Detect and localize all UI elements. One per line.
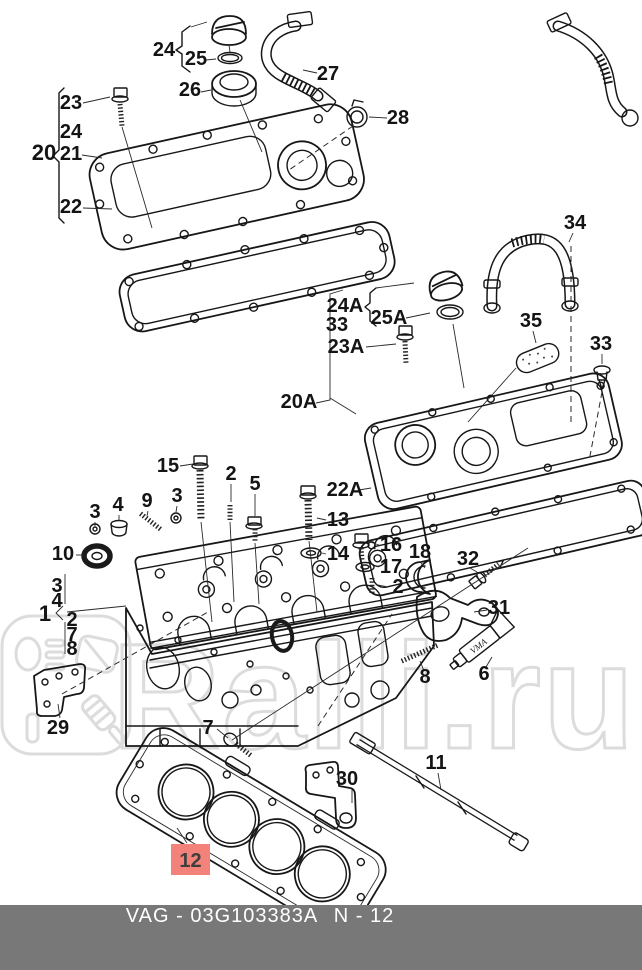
plug-33-drawing (593, 365, 611, 390)
oil-cap-drawing (211, 15, 247, 53)
callout-22: 22 (60, 196, 82, 218)
clamp-18-drawing (405, 559, 431, 595)
callout-23: 23 (60, 92, 82, 114)
callout-15: 15 (157, 455, 179, 477)
callout-34: 34 (564, 212, 587, 234)
callout-22A: 22A (327, 479, 364, 501)
cylinder-head-block-drawing (125, 601, 435, 747)
construction-lines (61, 125, 603, 727)
callout-26: 26 (179, 79, 201, 101)
callout-13: 13 (327, 509, 349, 531)
callout-17: 17 (380, 556, 402, 578)
bolt-13-drawing (299, 485, 318, 613)
valve-cover-drawing (88, 103, 365, 251)
callout-20: 20 (32, 140, 56, 165)
oil-cap-2-drawing (428, 270, 464, 302)
callout-3c: 3 (51, 575, 62, 597)
bolt-23A-drawing (396, 325, 414, 364)
filter-35-drawing (515, 342, 560, 374)
callout-5: 5 (249, 473, 260, 495)
callout-4b: 4 (51, 590, 63, 612)
callout-30: 30 (336, 768, 358, 790)
callout-32: 32 (457, 548, 479, 570)
callout-23A: 23A (328, 336, 365, 358)
bolt-23-drawing (111, 87, 153, 229)
hose-clamp-drawing (346, 99, 368, 128)
callout-2c: 2 (66, 609, 77, 631)
callout-25A: 25A (371, 307, 408, 329)
bracket-31-drawing (415, 589, 499, 642)
callout-9: 9 (141, 490, 152, 512)
highlighted-callout-12[interactable]: 12 (171, 844, 210, 875)
bolt-16-drawing (352, 533, 370, 561)
callout-2a: 2 (225, 463, 236, 485)
watermark-logo (0, 614, 132, 756)
stud-9-drawing (139, 511, 163, 532)
callout-2b: 2 (392, 576, 403, 598)
callout-6: 6 (478, 663, 489, 685)
callout-labels: 20 23 24 21 22 24 25 26 27 28 34 24A 33 … (32, 39, 612, 790)
leader-lines (55, 21, 603, 844)
callout-14: 14 (327, 543, 350, 565)
callout-24A: 24A (327, 295, 364, 317)
callout-18: 18 (409, 541, 431, 563)
callout-16: 16 (380, 534, 402, 556)
washer-17-drawing (355, 561, 375, 573)
dipstick-tube-drawing (349, 731, 529, 852)
cap-ring-drawing (217, 51, 243, 65)
callout-3a: 3 (171, 485, 182, 507)
footer-bar: VAG - 03G103383A N - 12 (0, 905, 642, 970)
highlight-box (171, 844, 210, 875)
callout-24: 24 (153, 39, 176, 61)
stud-2-drawing (227, 505, 235, 603)
callout-8b: 8 (419, 666, 430, 688)
washer-14-drawing (300, 547, 322, 559)
hose-end-drawing (546, 12, 639, 127)
callout-11: 11 (425, 752, 446, 774)
diagram-svg: Ralli.ru (0, 10, 642, 905)
callout-28: 28 (387, 107, 409, 129)
seal-10-drawing (81, 543, 113, 569)
valve-cover-gasket-drawing (118, 221, 396, 333)
head-gasket-drawing (115, 727, 387, 905)
hose-34-drawing (483, 233, 579, 314)
callout-20A: 20A (281, 391, 318, 413)
callout-35: 35 (520, 310, 542, 332)
callout-33a: 33 (326, 314, 348, 336)
callout-3b: 3 (89, 501, 100, 523)
callout-8a: 8 (66, 638, 77, 660)
nut-3-drawing (170, 512, 182, 524)
callout-21: 21 (60, 143, 82, 165)
camshaft-carrier-drawing (134, 505, 438, 651)
callout-25: 25 (185, 48, 207, 70)
callout-12: 12 (179, 850, 201, 872)
callout-29: 29 (47, 717, 69, 739)
brace-lines (52, 25, 377, 327)
cover-20A-drawing (363, 372, 623, 510)
callout-7a: 7 (66, 624, 77, 646)
callout-7b: 7 (202, 717, 213, 739)
bolt-5-drawing (245, 516, 263, 605)
callout-31: 31 (488, 597, 510, 619)
callout-4a: 4 (112, 494, 124, 516)
breather-hose-drawing (260, 10, 337, 113)
catalog-code: VAG - 03G103383A (125, 905, 319, 927)
bracket-29-drawing (33, 663, 87, 717)
bracket-30-drawing (304, 760, 357, 829)
filler-seal-drawing (211, 70, 263, 153)
cap-ring-2-drawing (436, 304, 465, 389)
cup-4-drawing (110, 519, 128, 537)
page-number: N - 12 (333, 905, 395, 927)
callout-24-list: 24 (60, 121, 83, 143)
callout-1: 1 (39, 601, 51, 626)
callout-27: 27 (317, 63, 339, 85)
callout-33b: 33 (590, 333, 612, 355)
callout-10: 10 (52, 543, 74, 565)
bolt-15-drawing (191, 455, 213, 623)
